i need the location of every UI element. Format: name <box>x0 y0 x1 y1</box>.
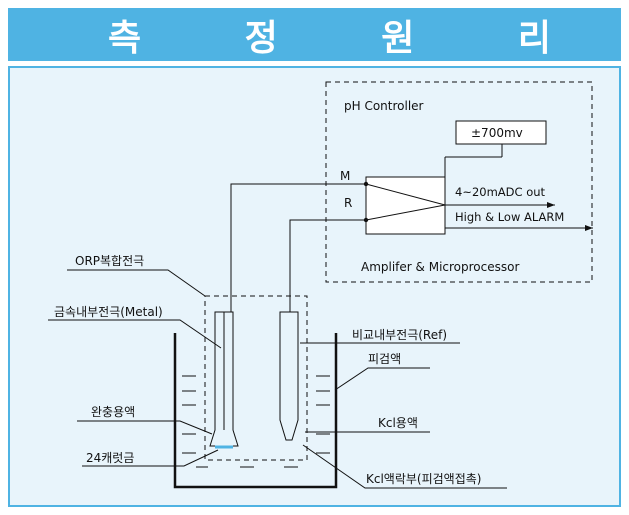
label-gold: 24캐럿금 <box>86 451 134 465</box>
label-junction: Kcl액락부(피검액접촉) <box>366 472 482 486</box>
output-2-label: High & Low ALARM <box>455 210 564 224</box>
ref-electrode <box>279 311 299 441</box>
leader-lines <box>48 269 507 489</box>
label-ref: 비교내부전극(Ref) <box>352 328 447 342</box>
controller-label: pH Controller <box>344 99 424 113</box>
metal-wire <box>230 183 366 312</box>
orp-electrode-box <box>204 295 308 461</box>
output-1-label: 4~20mADC out <box>455 185 546 199</box>
signal-r-label: R <box>344 196 352 210</box>
liquid-dashes <box>182 375 330 468</box>
title-char-4: 리 <box>517 17 551 59</box>
amplifier-label: Amplifer & Microprocessor <box>361 260 519 274</box>
amplifier-box <box>365 176 446 235</box>
label-metal: 금속내부전극(Metal) <box>54 305 163 319</box>
title-char-2: 정 <box>244 17 278 59</box>
label-kcl: Kcl용액 <box>378 416 418 430</box>
beaker <box>173 333 338 489</box>
controller-box <box>325 81 593 283</box>
signal-m-label: M <box>340 169 350 183</box>
label-buffer: 완충용액 <box>91 405 135 419</box>
ref-wire <box>289 219 366 312</box>
voltage-box <box>455 120 547 145</box>
title-char-3: 원 <box>381 17 415 59</box>
title-char-1: 측 <box>108 17 142 59</box>
metal-electrode <box>209 311 239 447</box>
title-banner: 측 정 원 리 <box>8 8 621 61</box>
label-sample: 피검액 <box>368 352 401 366</box>
label-orp: ORP복합전극 <box>75 254 144 268</box>
voltage-label: ±700mv <box>471 126 523 140</box>
